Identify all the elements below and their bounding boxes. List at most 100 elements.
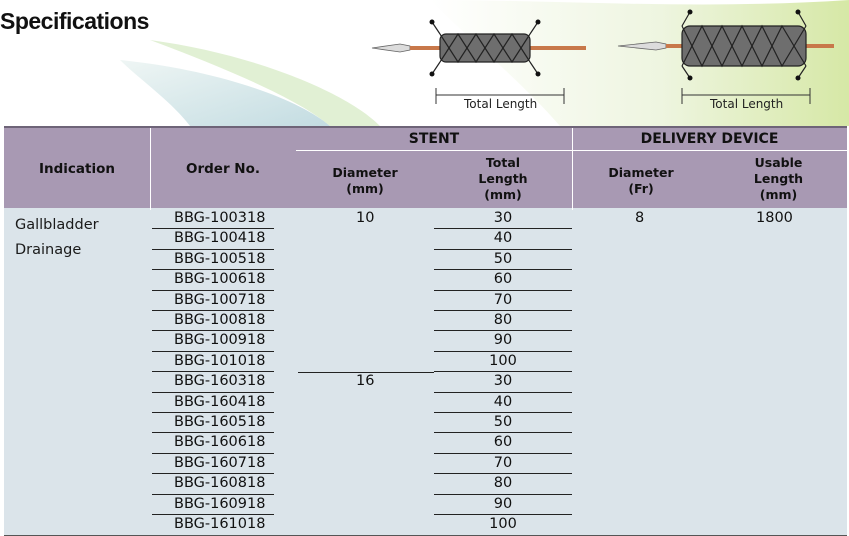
row-divider xyxy=(152,310,274,311)
total-length-label-1: Total Length xyxy=(464,97,538,111)
stent-diameter-cell: 16 xyxy=(356,373,375,389)
group-divider xyxy=(298,372,434,373)
row-divider xyxy=(434,350,572,352)
order-number-cell: BBG-100418 xyxy=(174,230,266,247)
order-number-cell: BBG-161018 xyxy=(174,516,266,532)
row-divider xyxy=(434,391,572,393)
total-length-label-2: Total Length xyxy=(710,97,784,111)
header-text: (mm) xyxy=(484,187,522,202)
indication-text: Gallbladder xyxy=(15,217,99,233)
page-title: Specifications xyxy=(0,8,149,34)
order-number-cell: BBG-160318 xyxy=(174,373,266,390)
row-divider xyxy=(152,514,274,515)
group-header-delivery-device: DELIVERY DEVICE xyxy=(640,131,779,147)
stent-device-image-small xyxy=(371,19,586,77)
header-text: Diameter xyxy=(608,165,674,180)
row-divider xyxy=(434,473,572,475)
row-divider xyxy=(434,228,572,230)
total-length-cell: 30 xyxy=(493,210,513,226)
delivery-diameter-cell: 8 xyxy=(635,210,645,226)
header-text: Usable xyxy=(754,155,803,170)
dimension-bracket-1 xyxy=(435,88,565,104)
row-divider xyxy=(434,514,572,515)
row-divider xyxy=(152,371,274,373)
order-number-cell: BBG-160718 xyxy=(174,454,266,471)
total-length-cell: 90 xyxy=(493,332,513,349)
order-number-cell: BBG-100518 xyxy=(174,250,266,267)
col-header-total-length: Total Length (mm) xyxy=(434,155,572,203)
col-header-usable-length: Usable Length (mm) xyxy=(710,155,847,203)
row-divider xyxy=(434,371,572,373)
order-number-cell: BBG-100318 xyxy=(174,210,266,226)
order-number-cell: BBG-100718 xyxy=(174,291,266,308)
row-divider xyxy=(152,432,274,434)
row-divider xyxy=(434,493,572,495)
stent-device-image-large xyxy=(617,9,834,81)
total-length-cell: 100 xyxy=(489,516,517,532)
col-header-indication: Indication xyxy=(38,161,115,177)
total-length-cell: 50 xyxy=(493,250,513,267)
total-length-cell: 100 xyxy=(489,352,517,369)
row-divider xyxy=(152,452,274,454)
group-header-stent: STENT xyxy=(408,131,460,147)
order-number-cell: BBG-160518 xyxy=(174,414,266,430)
total-length-cell: 60 xyxy=(493,434,513,451)
total-length-cell: 70 xyxy=(493,291,513,308)
row-divider xyxy=(434,412,572,413)
table-header: STENT DELIVERY DEVICE Indication Order N… xyxy=(4,126,847,210)
total-length-cell: 70 xyxy=(493,454,513,471)
row-divider xyxy=(152,493,274,495)
specifications-table: STENT DELIVERY DEVICE Indication Order N… xyxy=(4,126,847,536)
total-length-cell: 40 xyxy=(493,393,513,410)
header-divider xyxy=(150,128,151,210)
col-header-order-no: Order No. xyxy=(185,161,260,177)
header-text: Total xyxy=(485,155,521,170)
header-divider xyxy=(296,150,847,151)
total-length-cell: 50 xyxy=(493,414,513,430)
order-number-cell: BBG-160618 xyxy=(174,434,266,451)
row-divider xyxy=(434,452,572,454)
header-text: Length xyxy=(753,171,804,186)
order-number-cell: BBG-160918 xyxy=(174,495,266,512)
indication-text: Drainage xyxy=(15,242,82,258)
row-divider xyxy=(434,248,572,250)
total-length-cell: 80 xyxy=(493,312,513,328)
header-text: (Fr) xyxy=(628,181,654,196)
col-header-stent-diameter: Diameter (mm) xyxy=(296,165,434,197)
dimension-bracket-2 xyxy=(681,88,811,104)
total-length-cell: 30 xyxy=(493,373,513,390)
stent-diameter-cell: 10 xyxy=(356,210,375,226)
order-number-cell: BBG-100818 xyxy=(174,312,266,328)
total-length-cell: 40 xyxy=(493,230,513,247)
order-number-cell: BBG-160418 xyxy=(174,393,266,410)
row-divider xyxy=(152,330,274,332)
row-divider xyxy=(152,269,274,271)
header-text: (mm) xyxy=(346,181,384,196)
row-divider xyxy=(434,432,572,434)
order-number-cell: BBG-160818 xyxy=(174,475,266,492)
header-area: Specifications Total Length xyxy=(0,0,849,126)
row-divider xyxy=(152,248,274,250)
table-body: Gallbladder Drainage 10 16 8 1800 BBG-10… xyxy=(4,208,847,536)
total-length-cell: 80 xyxy=(493,475,513,492)
row-divider xyxy=(434,310,572,311)
row-divider xyxy=(434,269,572,271)
row-divider xyxy=(152,350,274,352)
usable-length-cell: 1800 xyxy=(756,210,793,226)
row-divider xyxy=(434,289,572,291)
header-text: (mm) xyxy=(759,187,798,202)
header-text: Diameter xyxy=(332,165,398,180)
order-number-cell: BBG-101018 xyxy=(174,352,266,369)
total-length-cell: 60 xyxy=(493,271,513,288)
row-divider xyxy=(152,289,274,291)
col-header-delivery-diameter: Diameter (Fr) xyxy=(572,165,710,197)
row-divider xyxy=(152,228,274,230)
order-number-cell: BBG-100618 xyxy=(174,271,266,288)
row-divider xyxy=(152,391,274,393)
header-divider xyxy=(572,128,573,210)
header-text: Length xyxy=(478,171,528,186)
row-divider xyxy=(434,330,572,332)
row-divider xyxy=(152,473,274,475)
order-number-cell: BBG-100918 xyxy=(174,332,266,349)
row-divider xyxy=(152,412,274,413)
